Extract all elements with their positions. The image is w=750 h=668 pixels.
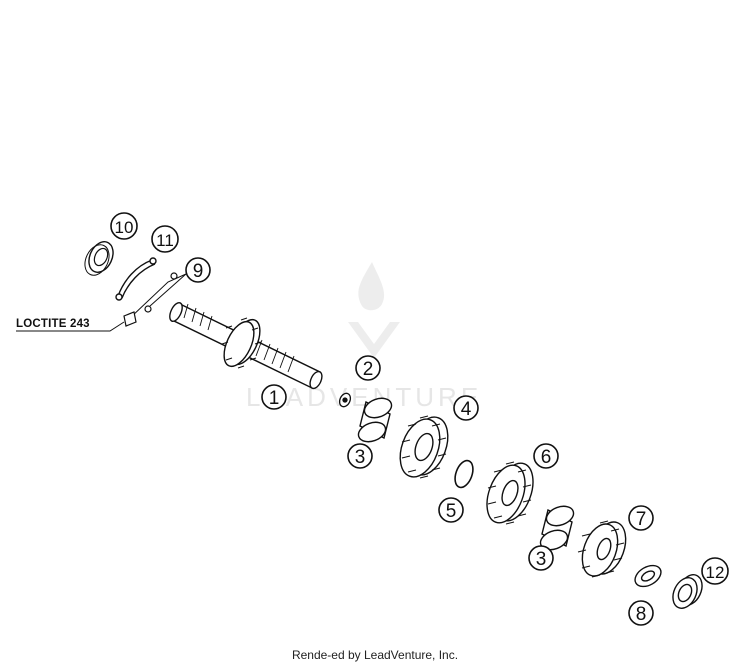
bearing-10 xyxy=(84,241,114,276)
retaining-bracket-11 xyxy=(115,257,157,301)
svg-text:4: 4 xyxy=(461,399,472,420)
callout-3b: 3 xyxy=(528,545,554,571)
svg-text:6: 6 xyxy=(541,447,552,468)
leader-9-b xyxy=(149,273,187,307)
svg-text:5: 5 xyxy=(446,501,457,522)
callout-9: 9 xyxy=(185,257,211,283)
loctite-note-label: LOCTITE 243 xyxy=(16,318,90,330)
callout-2: 2 xyxy=(355,355,381,381)
svg-text:8: 8 xyxy=(636,604,647,625)
washer-8 xyxy=(634,564,662,588)
watermark-chevron-icon xyxy=(348,322,400,358)
bearing-12 xyxy=(672,574,703,609)
svg-text:2: 2 xyxy=(363,359,374,380)
circlip-5 xyxy=(454,459,474,489)
svg-text:10: 10 xyxy=(115,218,134,237)
callout-1: 1 xyxy=(261,384,287,410)
callout-8: 8 xyxy=(628,600,654,626)
callout-7: 7 xyxy=(628,505,654,531)
needle-bearing-2 xyxy=(338,392,352,408)
main-shaft-1 xyxy=(169,301,323,390)
gear-4 xyxy=(399,415,449,479)
svg-text:12: 12 xyxy=(706,563,725,582)
bushing-3b xyxy=(539,505,575,551)
gear-7 xyxy=(577,520,627,578)
watermark-flame-icon xyxy=(358,262,385,311)
svg-text:9: 9 xyxy=(193,261,204,282)
callout-3a: 3 xyxy=(347,443,373,469)
svg-text:7: 7 xyxy=(636,509,647,530)
callout-12: 12 xyxy=(701,557,729,585)
callout-11: 11 xyxy=(151,225,179,253)
svg-text:11: 11 xyxy=(156,231,174,250)
svg-text:3: 3 xyxy=(355,447,366,468)
callout-10: 10 xyxy=(110,212,138,240)
leader-loctite xyxy=(16,321,125,332)
leader-lines xyxy=(16,273,187,332)
bushing-3a xyxy=(357,397,393,443)
leader-9-a xyxy=(129,273,187,319)
svg-text:1: 1 xyxy=(269,388,280,409)
gear-6 xyxy=(486,461,534,525)
callout-5: 5 xyxy=(438,497,464,523)
footer-credit: Rende-ed by LeadVenture, Inc. xyxy=(291,648,459,662)
svg-text:3: 3 xyxy=(536,549,547,570)
screws-9 xyxy=(123,272,178,327)
callout-6: 6 xyxy=(533,443,559,469)
callout-4: 4 xyxy=(453,395,479,421)
